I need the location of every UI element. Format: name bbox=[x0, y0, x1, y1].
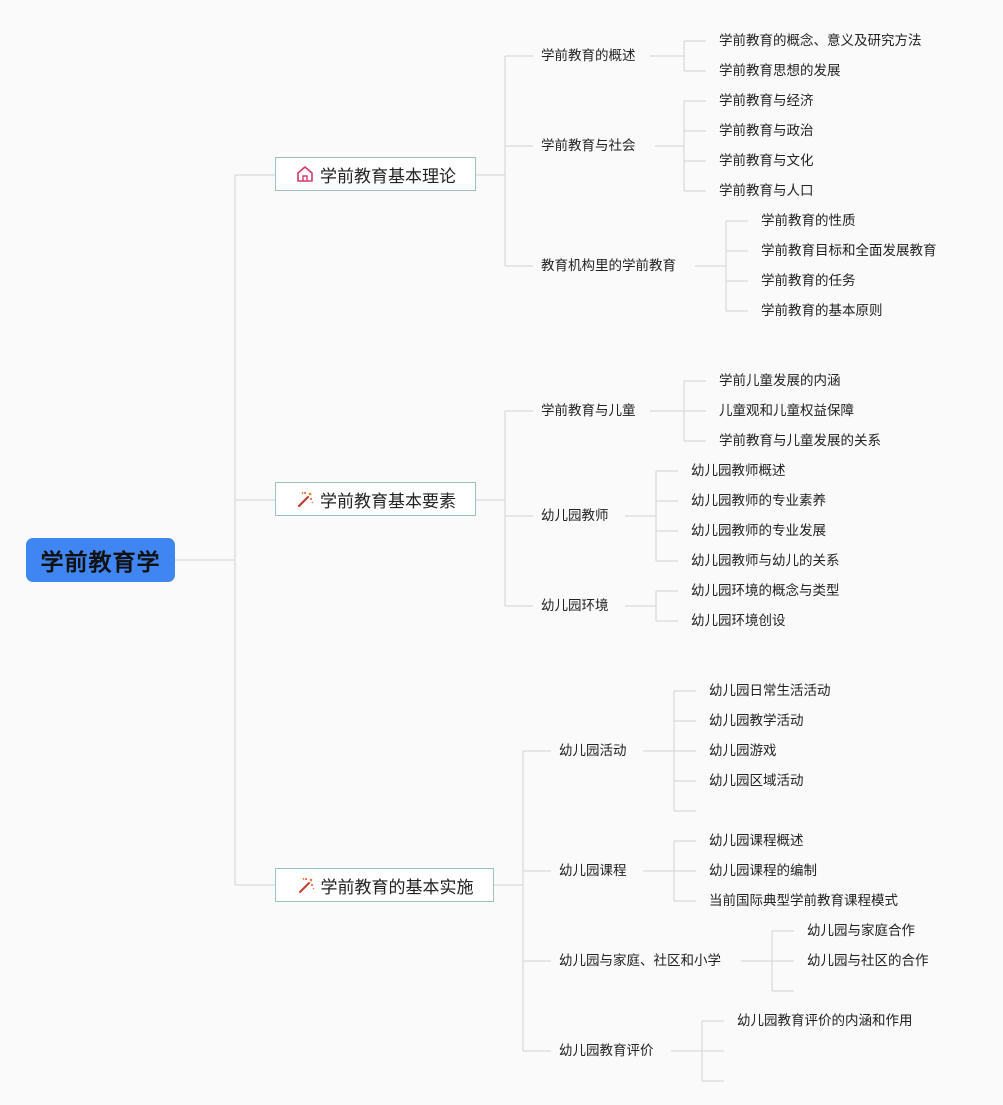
leaf-node[interactable]: 幼儿园环境的概念与类型 bbox=[691, 583, 840, 599]
leaf-node[interactable]: 学前教育的概念、意义及研究方法 bbox=[719, 33, 922, 49]
leaf-node[interactable]: 幼儿园课程的编制 bbox=[709, 863, 817, 879]
leaf-node[interactable]: 学前教育与儿童发展的关系 bbox=[719, 433, 881, 449]
leaf-node[interactable]: 学前教育思想的发展 bbox=[719, 63, 841, 79]
leaf-node[interactable]: 幼儿园与家庭合作 bbox=[807, 923, 915, 939]
subtopic-node[interactable]: 学前教育与儿童 bbox=[541, 403, 636, 419]
leaf-node[interactable]: 幼儿园游戏 bbox=[709, 743, 777, 759]
leaf-node[interactable]: 幼儿园教育评价的内涵和作用 bbox=[737, 1013, 913, 1029]
subtopic-node[interactable]: 幼儿园与家庭、社区和小学 bbox=[559, 953, 721, 969]
branch-label: 学前教育的基本实施 bbox=[320, 877, 474, 898]
leaf-node[interactable]: 幼儿园日常生活活动 bbox=[709, 683, 831, 699]
root-node[interactable]: 学前教育学 bbox=[26, 538, 175, 582]
leaf-node[interactable]: 学前教育与经济 bbox=[719, 93, 814, 109]
leaf-node[interactable]: 幼儿园教师概述 bbox=[691, 463, 786, 479]
leaf-node[interactable]: 幼儿园课程概述 bbox=[709, 833, 804, 849]
subtopic-node[interactable]: 学前教育的概述 bbox=[541, 48, 636, 64]
branch-label: 学前教育基本要素 bbox=[320, 491, 456, 512]
leaf-node[interactable]: 学前教育目标和全面发展教育 bbox=[761, 243, 937, 259]
leaf-node[interactable]: 幼儿园环境创设 bbox=[691, 613, 786, 629]
leaf-node[interactable]: 幼儿园教学活动 bbox=[709, 713, 804, 729]
leaf-node[interactable]: 幼儿园区域活动 bbox=[709, 773, 804, 789]
subtopic-node[interactable]: 幼儿园教师 bbox=[541, 508, 609, 524]
wand-icon bbox=[296, 875, 316, 895]
leaf-node[interactable]: 儿童观和儿童权益保障 bbox=[719, 403, 854, 419]
leaf-node[interactable]: 学前教育的任务 bbox=[761, 273, 856, 289]
leaf-node[interactable]: 学前教育与文化 bbox=[719, 153, 814, 169]
wand-icon bbox=[295, 489, 315, 509]
leaf-node[interactable]: 学前教育的基本原则 bbox=[761, 303, 883, 319]
leaf-node[interactable]: 学前儿童发展的内涵 bbox=[719, 373, 841, 389]
subtopic-node[interactable]: 教育机构里的学前教育 bbox=[541, 258, 676, 274]
subtopic-node[interactable]: 幼儿园环境 bbox=[541, 598, 609, 614]
subtopic-node[interactable]: 学前教育与社会 bbox=[541, 138, 636, 154]
branch-node-theory[interactable]: 学前教育基本理论 bbox=[275, 157, 476, 191]
leaf-node[interactable]: 幼儿园教师与幼儿的关系 bbox=[691, 553, 840, 569]
subtopic-node[interactable]: 幼儿园课程 bbox=[559, 863, 627, 879]
branch-label: 学前教育基本理论 bbox=[320, 166, 456, 187]
subtopic-node[interactable]: 幼儿园活动 bbox=[559, 743, 627, 759]
subtopic-node[interactable]: 幼儿园教育评价 bbox=[559, 1043, 654, 1059]
leaf-node[interactable]: 幼儿园与社区的合作 bbox=[807, 953, 929, 969]
branch-node-elements[interactable]: 学前教育基本要素 bbox=[275, 482, 476, 516]
leaf-node[interactable]: 学前教育与政治 bbox=[719, 123, 814, 139]
leaf-node[interactable]: 幼儿园教师的专业素养 bbox=[691, 493, 826, 509]
leaf-node[interactable]: 学前教育与人口 bbox=[719, 183, 814, 199]
leaf-node[interactable]: 当前国际典型学前教育课程模式 bbox=[709, 893, 898, 909]
leaf-node[interactable]: 学前教育的性质 bbox=[761, 213, 856, 229]
branch-node-implementation[interactable]: 学前教育的基本实施 bbox=[275, 868, 494, 902]
house-icon bbox=[295, 164, 315, 184]
leaf-node[interactable]: 幼儿园教师的专业发展 bbox=[691, 523, 826, 539]
